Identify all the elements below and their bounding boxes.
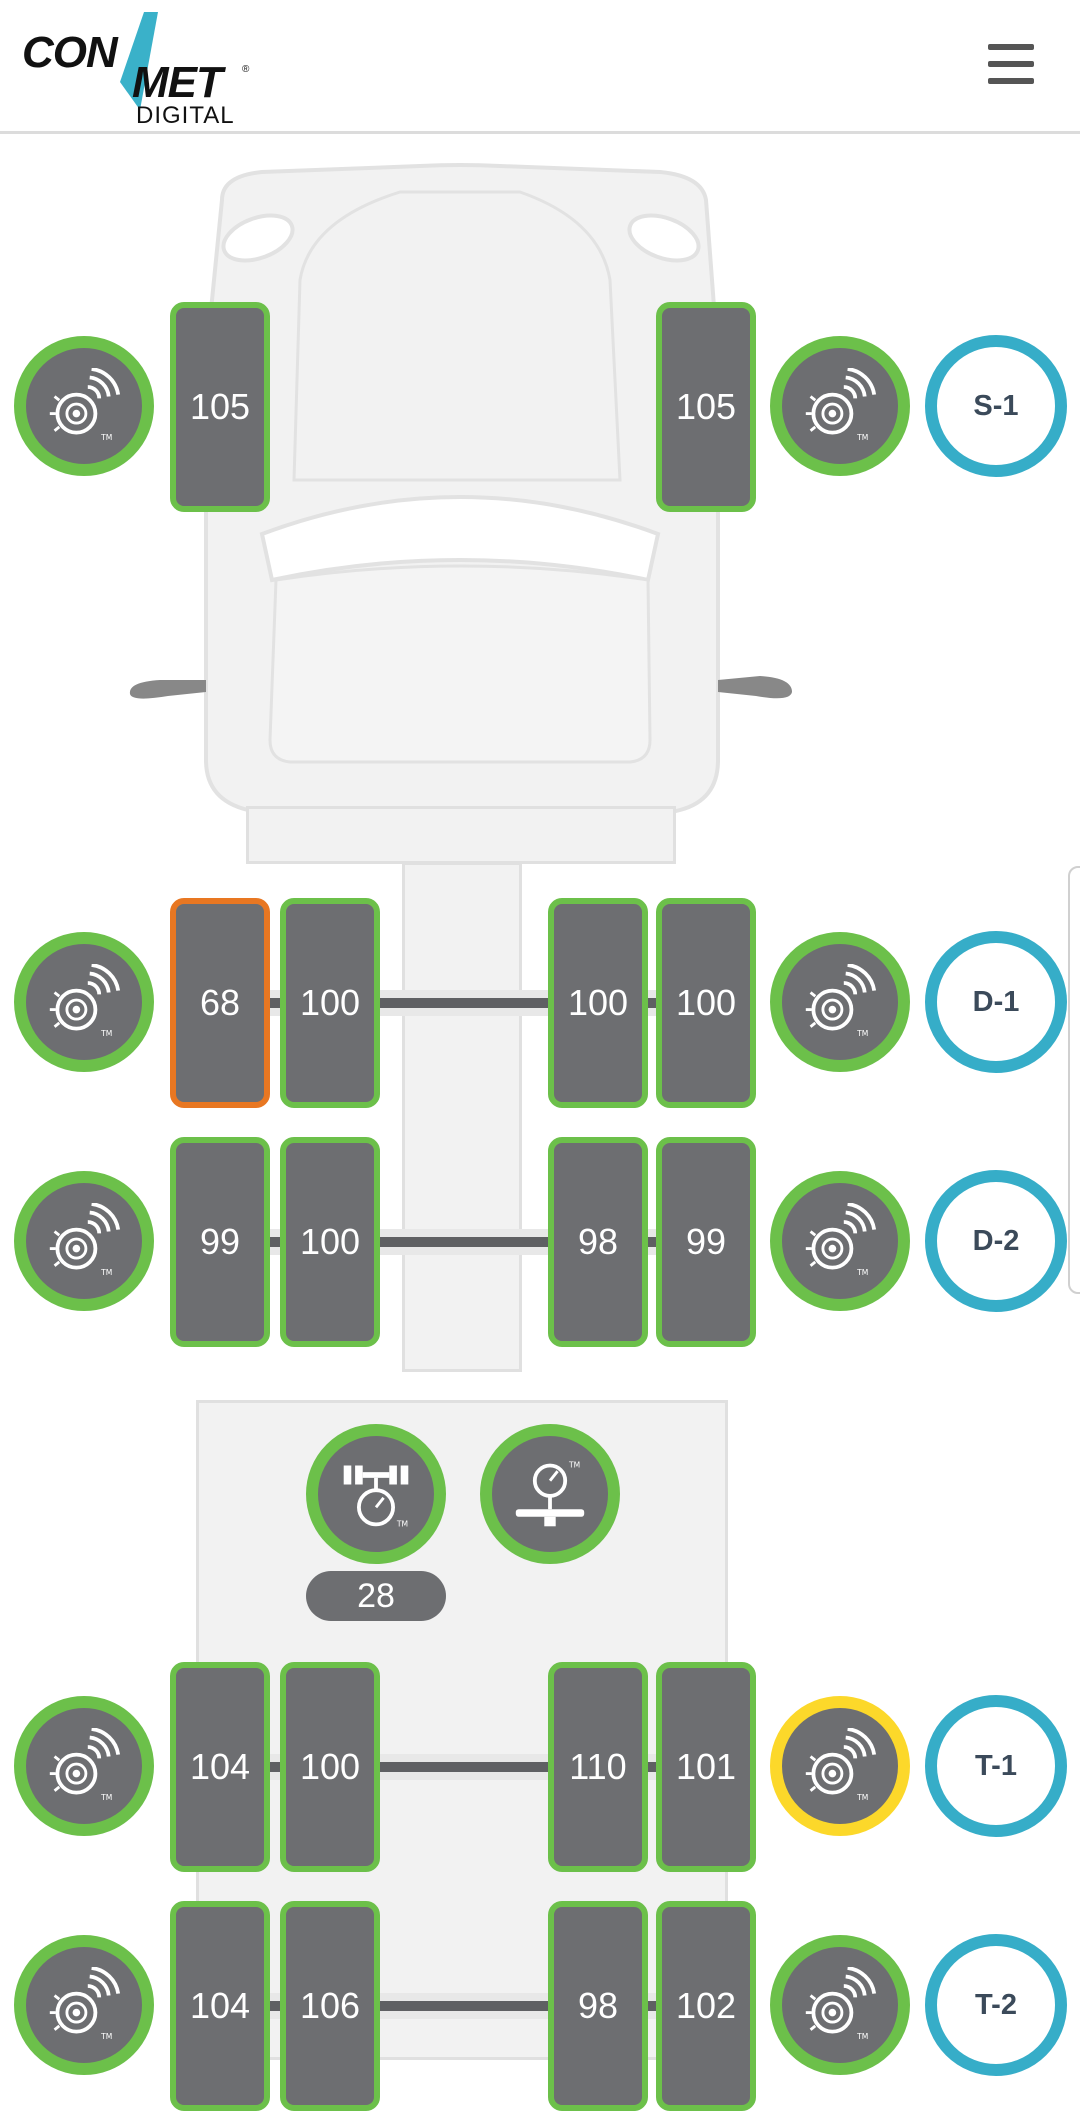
- wheel-hub-sensor-icon: [46, 964, 122, 1040]
- wheel-hub-sensor-icon: [46, 368, 122, 444]
- wheel-hub-sensor-icon: [802, 1728, 878, 1804]
- tire-d1-left-inner[interactable]: 100: [280, 898, 380, 1108]
- svg-text:TM: TM: [568, 1460, 580, 1469]
- wheel-hub-sensor-icon: [46, 1728, 122, 1804]
- wheel-hub-sensor-icon: [46, 1203, 122, 1279]
- menu-line: [988, 44, 1034, 50]
- tire-d2-left-outer[interactable]: 99: [170, 1137, 270, 1347]
- trailer-body: [196, 1400, 728, 2060]
- wheel-hub-sensor-icon: [46, 1967, 122, 2043]
- tire-s1-left[interactable]: 105: [170, 302, 270, 512]
- drive1-left-hub-sensor[interactable]: [14, 932, 154, 1072]
- hamburger-menu-button[interactable]: [988, 44, 1034, 88]
- axle-label-t1[interactable]: T-1: [925, 1695, 1067, 1837]
- trailer-axle-gauge-sensor[interactable]: TM: [306, 1424, 446, 1564]
- menu-line: [988, 78, 1034, 84]
- axle-label-s1[interactable]: S-1: [925, 335, 1067, 477]
- conmet-digital-logo[interactable]: CON MET ® DIGITAL: [22, 10, 262, 129]
- tire-t1-right-inner[interactable]: 110: [548, 1662, 648, 1872]
- truck-cab-outline: [129, 163, 792, 822]
- logo-text-digital: DIGITAL: [136, 102, 235, 129]
- svg-text:TM: TM: [396, 1519, 408, 1528]
- tire-d1-right-outer[interactable]: 100: [656, 898, 756, 1108]
- trailer1-right-hub-sensor[interactable]: [770, 1696, 910, 1836]
- logo-slash-icon: [120, 12, 158, 110]
- steer-right-hub-sensor[interactable]: [770, 336, 910, 476]
- drive2-right-hub-sensor[interactable]: [770, 1171, 910, 1311]
- tire-t2-right-outer[interactable]: 102: [656, 1901, 756, 2111]
- axle-label-d2[interactable]: D-2: [925, 1170, 1067, 1312]
- axle-label-t2[interactable]: T-2: [925, 1934, 1067, 2076]
- drive2-left-hub-sensor[interactable]: [14, 1171, 154, 1311]
- wheel-hub-sensor-icon: [802, 1203, 878, 1279]
- tank-pressure-gauge-icon: TM: [515, 1460, 585, 1527]
- tire-t1-left-outer[interactable]: 104: [170, 1662, 270, 1872]
- tire-d1-right-inner[interactable]: 100: [548, 898, 648, 1108]
- tire-t2-left-outer[interactable]: 104: [170, 1901, 270, 2111]
- trailer2-right-hub-sensor[interactable]: [770, 1935, 910, 2075]
- tire-d2-left-inner[interactable]: 100: [280, 1137, 380, 1347]
- logo-text-met: MET: [132, 58, 223, 107]
- axle-label-d1[interactable]: D-1: [925, 931, 1067, 1073]
- axle-d1-bar: [200, 998, 740, 1008]
- wheel-hub-sensor-icon: [802, 368, 878, 444]
- trailer-axle-gauge-icon: TM: [343, 1465, 409, 1528]
- side-scroll-handle[interactable]: [1068, 866, 1080, 1294]
- tire-t1-right-outer[interactable]: 101: [656, 1662, 756, 1872]
- tire-d1-left-outer[interactable]: 68: [170, 898, 270, 1108]
- steer-left-hub-sensor[interactable]: [14, 336, 154, 476]
- trailer-pressure-value: 28: [306, 1571, 446, 1621]
- wheel-hub-sensor-icon: [802, 964, 878, 1040]
- logo-text-con: CON: [22, 28, 118, 77]
- axle-t1-bar: [200, 1762, 740, 1772]
- axle-d2-bar: [200, 1237, 740, 1247]
- logo-registered-mark: ®: [242, 64, 250, 75]
- drive1-right-hub-sensor[interactable]: [770, 932, 910, 1072]
- wheel-hub-sensor-icon: [802, 1967, 878, 2043]
- axle-t2-bar: [200, 2001, 740, 2011]
- tire-t2-right-inner[interactable]: 98: [548, 1901, 648, 2111]
- tank-pressure-gauge-sensor[interactable]: TM: [480, 1424, 620, 1564]
- tire-s1-right[interactable]: 105: [656, 302, 756, 512]
- trailer1-left-hub-sensor[interactable]: [14, 1696, 154, 1836]
- tire-t2-left-inner[interactable]: 106: [280, 1901, 380, 2111]
- app-header: CON MET ® DIGITAL: [0, 0, 1080, 134]
- truck-frame-rail: [402, 862, 522, 1372]
- tire-t1-left-inner[interactable]: 100: [280, 1662, 380, 1872]
- menu-line: [988, 61, 1034, 67]
- cab-base: [246, 806, 676, 864]
- trailer2-left-hub-sensor[interactable]: [14, 1935, 154, 2075]
- tire-d2-right-outer[interactable]: 99: [656, 1137, 756, 1347]
- tire-d2-right-inner[interactable]: 98: [548, 1137, 648, 1347]
